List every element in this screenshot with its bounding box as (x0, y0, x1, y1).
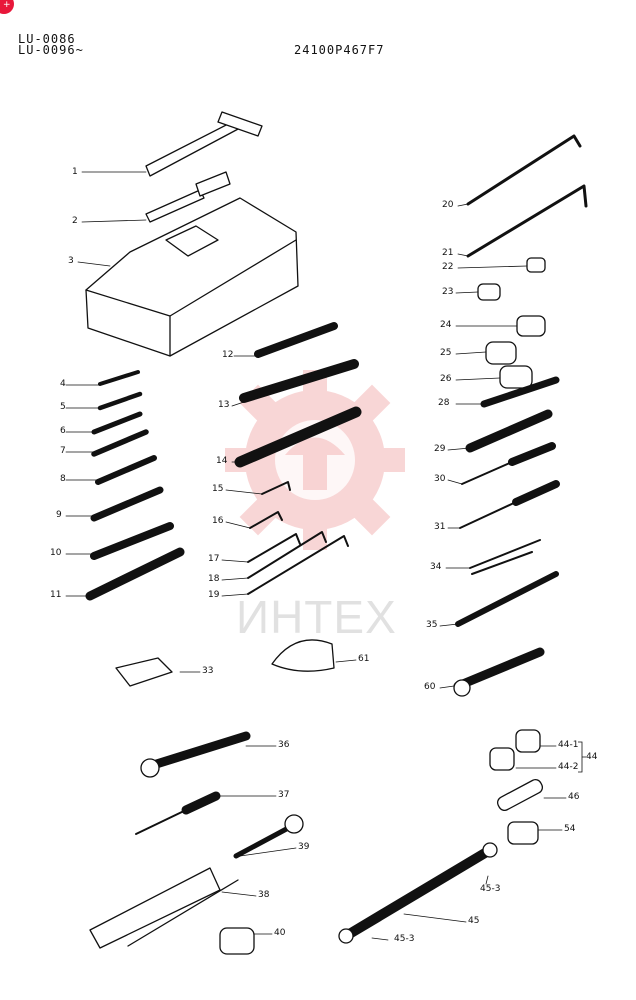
model-line-2: LU-0096~ (18, 43, 84, 57)
part-code: 24100P467F7 (294, 43, 385, 57)
callout-label: 35 (426, 620, 438, 630)
callout-label: 30 (434, 474, 446, 484)
large-socket-icon (219, 927, 255, 955)
callout-label: 9 (56, 510, 62, 520)
coupler-set-icon (489, 729, 541, 771)
callout-label: 45-3 (480, 884, 501, 894)
callout-label: 45-3 (394, 934, 415, 944)
callout-label: 61 (358, 654, 370, 664)
callout-label: 3 (68, 256, 74, 266)
t-handle-wrench-icon (145, 111, 263, 177)
corner-badge[interactable]: + (0, 0, 14, 14)
deep-socket-icon (507, 821, 539, 845)
grease-gun-icon (89, 867, 239, 949)
callout-label: 14 (216, 456, 228, 466)
callout-label: 34 (430, 562, 442, 572)
callout-label: 40 (274, 928, 286, 938)
corner-badge-label: + (3, 0, 11, 10)
drive-shaft-icon (338, 842, 498, 944)
screwdriver-bar-icon (145, 171, 231, 223)
callout-label: 31 (434, 522, 446, 532)
screwdrivers-icon (459, 442, 560, 529)
watermark-gear-icon (225, 370, 405, 550)
callout-label: 1 (72, 167, 78, 177)
callout-label: 44-1 (558, 740, 579, 750)
callout-label: 54 (564, 824, 576, 834)
callout-label: 7 (60, 446, 66, 456)
model-line-1: LU-0086 (18, 32, 76, 46)
callout-label: 24 (440, 320, 452, 330)
callout-label: 4 (60, 379, 66, 389)
torque-wrench-icon (453, 647, 545, 697)
callout-label: 25 (440, 348, 452, 358)
callout-label: 12 (222, 350, 234, 360)
callout-label: 21 (442, 248, 454, 258)
callout-label: 19 (208, 590, 220, 600)
callout-label: 16 (212, 516, 224, 526)
callout-label: 13 (218, 400, 230, 410)
callout-label: 39 (298, 842, 310, 852)
callout-label: 37 (278, 790, 290, 800)
callout-label: 11 (50, 590, 62, 600)
large-hex-keys-icon (466, 134, 588, 258)
callout-label: 22 (442, 262, 454, 272)
callout-label: 44 (586, 752, 598, 762)
callout-label: 44-2 (558, 762, 579, 772)
callout-label: 20 (442, 200, 454, 210)
tool-box-icon (85, 197, 299, 357)
callout-label: 46 (568, 792, 580, 802)
callout-label: 38 (258, 890, 270, 900)
hex-keys-icon (247, 481, 349, 595)
leader-lines (65, 171, 567, 941)
callout-label: 18 (208, 574, 220, 584)
spare-parts-pouch-icon (115, 657, 173, 687)
callout-label: 29 (434, 444, 446, 454)
callout-label: 6 (60, 426, 66, 436)
pliers-icon (469, 539, 541, 575)
callout-label: 10 (50, 548, 62, 558)
extension-bar-icon (455, 571, 559, 627)
open-end-spanners-icon (85, 370, 185, 601)
ratchet-wrench-icon (233, 814, 304, 859)
callout-label: 28 (438, 398, 450, 408)
watermark-text: ИНТЕХ (236, 591, 397, 643)
callout-label: 8 (60, 474, 66, 484)
phillips-screwdriver-icon (135, 791, 221, 835)
cap-icon (271, 639, 335, 672)
adjustable-wrenches-icon (465, 376, 560, 453)
callout-label: 2 (72, 216, 78, 226)
callout-label: 15 (212, 484, 224, 494)
callout-label: 45 (468, 916, 480, 926)
callout-label: 33 (202, 666, 214, 676)
callout-label: 23 (442, 287, 454, 297)
ratchet-handle-icon (140, 731, 251, 778)
callout-label: 5 (60, 402, 66, 412)
large-spanners-icon (234, 322, 362, 468)
callout-label: 36 (278, 740, 290, 750)
callout-label: 26 (440, 374, 452, 384)
adapter-icon (496, 779, 544, 811)
bracket-44-icon (578, 741, 586, 773)
callout-label: 60 (424, 682, 436, 692)
callout-label: 17 (208, 554, 220, 564)
sockets-icon (477, 257, 546, 389)
